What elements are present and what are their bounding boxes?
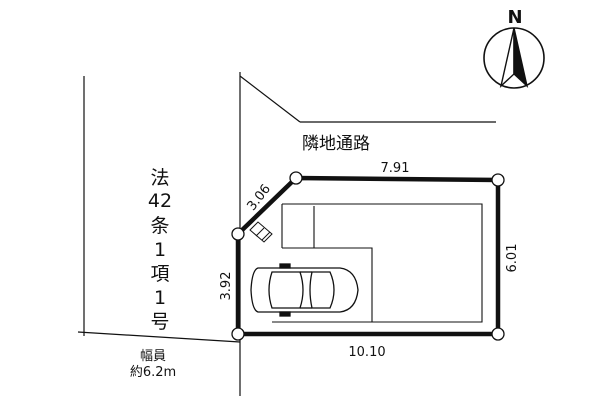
building-outline — [272, 203, 483, 323]
lot-boundary — [235, 175, 501, 337]
road-width-value: 約6.2m — [130, 365, 176, 380]
corner-markers — [231, 171, 505, 341]
car-icon — [250, 263, 359, 317]
dimension-top: 7.91 — [381, 161, 410, 176]
passage-line-diagonal — [239, 75, 301, 123]
road-line-cross — [77, 331, 241, 343]
svg-text:1: 1 — [154, 287, 166, 309]
corner-marker — [289, 171, 303, 185]
building-outer-line — [282, 203, 483, 323]
svg-text:号: 号 — [150, 311, 169, 333]
corner-marker — [231, 227, 245, 241]
neighbor-passage-label: 隣地通路 — [302, 134, 370, 154]
building-inner-line — [313, 206, 373, 322]
north-arrow-icon — [499, 27, 529, 89]
svg-text:条: 条 — [150, 215, 169, 237]
dimension-bottom: 10.10 — [348, 345, 385, 360]
svg-text:1: 1 — [154, 239, 166, 261]
dimension-right: 6.01 — [505, 244, 520, 273]
steps — [249, 221, 273, 243]
dimension-left: 3.92 — [219, 272, 234, 301]
compass: N — [483, 7, 545, 89]
north-label: N — [507, 7, 522, 28]
svg-text:42: 42 — [148, 190, 172, 212]
corner-marker — [491, 173, 505, 187]
corner-marker — [231, 327, 245, 341]
svg-text:法: 法 — [150, 167, 169, 189]
road-legal-label: 法 42 条 1 項 1 号 — [148, 167, 172, 333]
svg-text:項: 項 — [150, 263, 169, 285]
road-width-title: 幅員 — [140, 349, 166, 364]
corner-marker — [491, 327, 505, 341]
road-lines — [77, 72, 496, 396]
dimension-diagonal: 3.06 — [244, 182, 274, 214]
step-outline — [249, 221, 273, 243]
